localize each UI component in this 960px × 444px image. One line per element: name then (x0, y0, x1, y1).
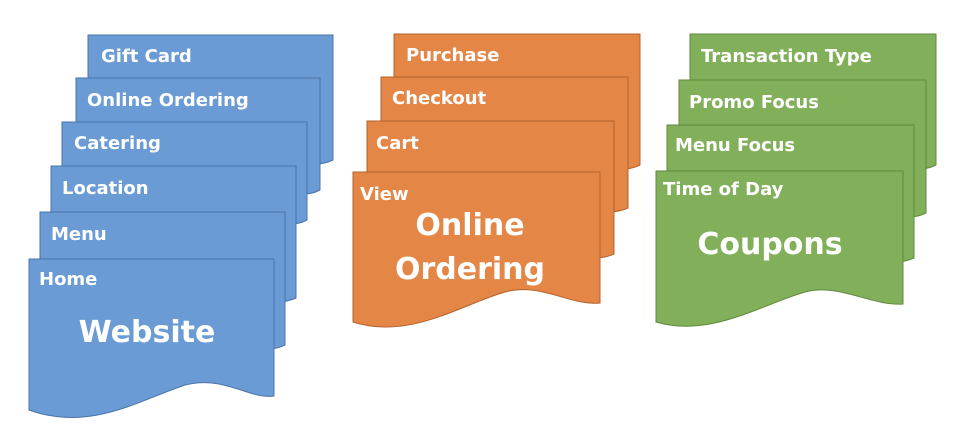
card-time-of-day (655, 170, 904, 327)
card-label-menu: Menu (51, 224, 107, 245)
stack-title-coupons: Coupons (697, 227, 842, 262)
card-label-gift-card: Gift Card (101, 46, 192, 67)
card-label-home: Home (39, 269, 97, 290)
coupons-stack (655, 33, 937, 327)
stack-title-online: Online (415, 208, 524, 243)
card-label-menu-focus: Menu Focus (675, 135, 795, 156)
card-label-checkout: Checkout (392, 88, 487, 109)
card-label-time-of-day: Time of Day (663, 179, 784, 200)
stack-title-website: Website (79, 315, 216, 350)
card-label-promo-focus: Promo Focus (689, 92, 819, 113)
online-ordering-stack (352, 33, 641, 328)
card-label-catering: Catering (74, 133, 161, 154)
website-stack (28, 34, 334, 418)
card-view (352, 171, 601, 328)
stack-title-ordering: Ordering (395, 252, 545, 287)
card-label-purchase: Purchase (406, 45, 499, 66)
card-label-transaction-type: Transaction Type (701, 46, 872, 67)
card-home (28, 258, 275, 418)
card-label-location: Location (62, 178, 149, 199)
card-label-cart: Cart (376, 133, 419, 154)
card-label-online-ordering: Online Ordering (87, 90, 249, 111)
card-label-view: View (360, 184, 409, 205)
